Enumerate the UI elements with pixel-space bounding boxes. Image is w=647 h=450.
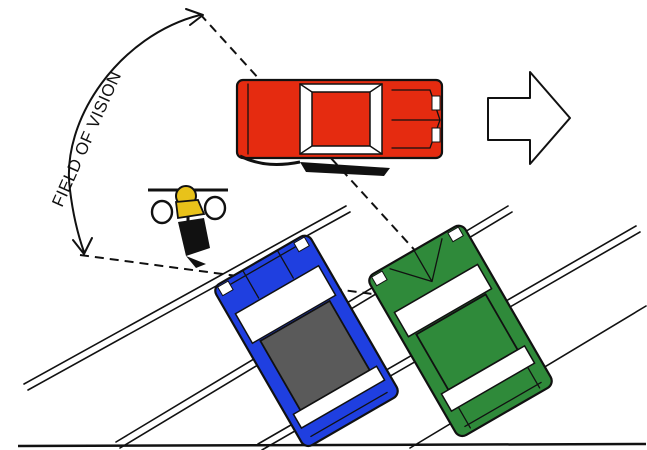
red-car bbox=[237, 80, 442, 176]
curb-line bbox=[18, 444, 646, 446]
blue-car bbox=[212, 233, 400, 449]
cyclist bbox=[148, 186, 228, 268]
direction-arrow bbox=[488, 72, 570, 164]
field-of-vision-label: FIELD OF VISION bbox=[48, 68, 125, 209]
green-car bbox=[366, 223, 554, 439]
